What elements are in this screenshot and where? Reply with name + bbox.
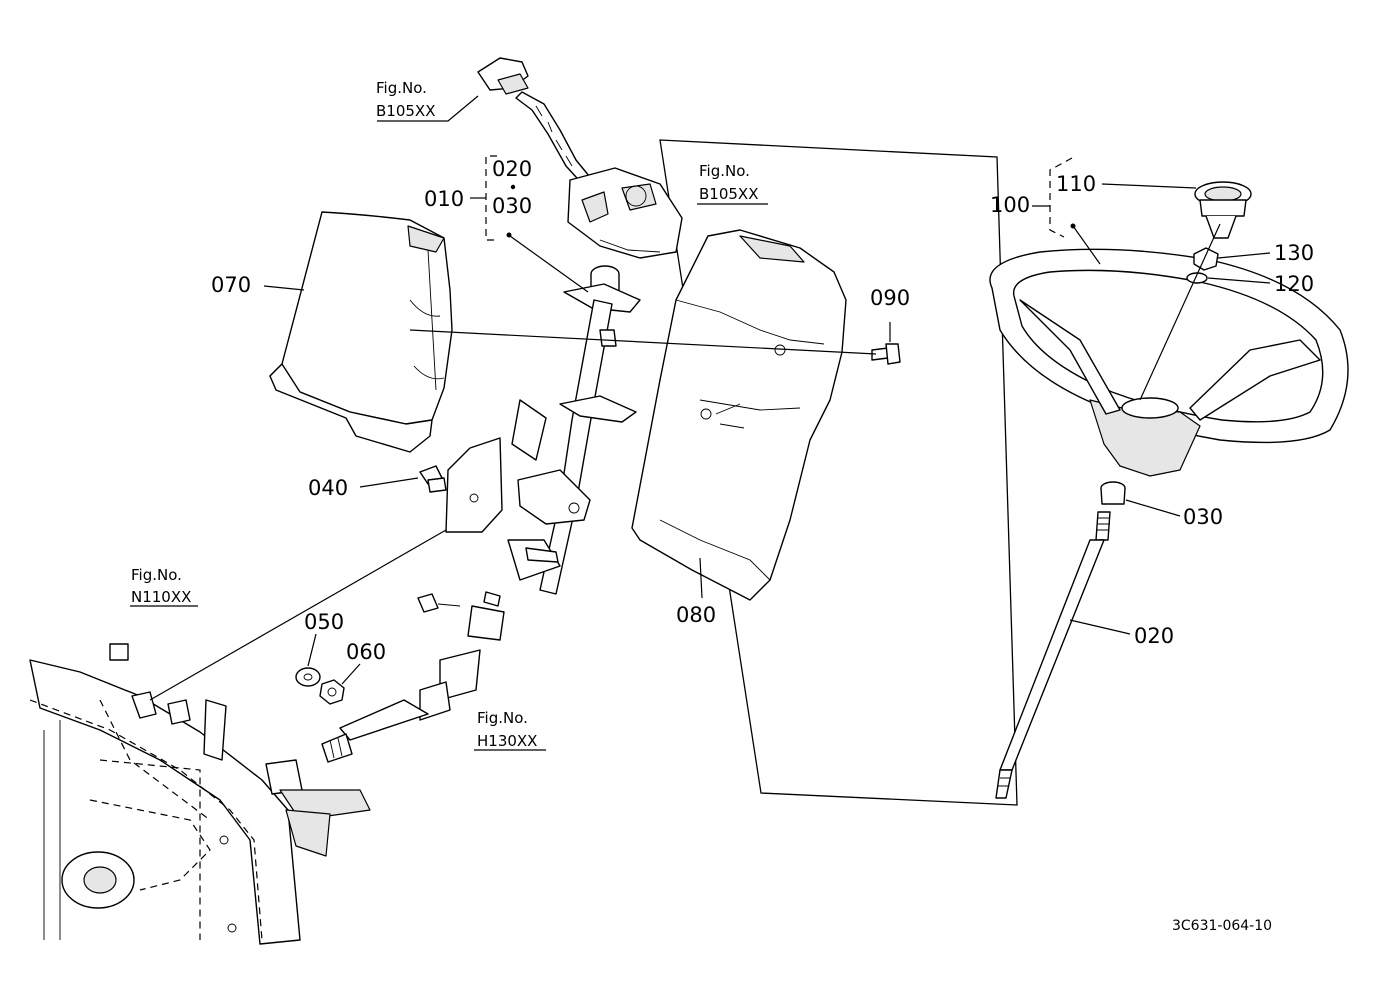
washer-120 <box>1186 272 1208 284</box>
part-label-080: 080 <box>676 603 716 627</box>
part-label-010: 010 <box>424 187 464 211</box>
part-label-120: 120 <box>1274 272 1314 296</box>
part-label-030-column: 030 <box>492 194 532 218</box>
part-label-060: 060 <box>346 640 386 664</box>
fig-ref-top-mid: Fig.No. B105XX <box>699 162 758 203</box>
fig-ref-top-left-label: Fig.No. <box>376 79 427 97</box>
fig-ref-top-left-code: B105XX <box>376 102 435 120</box>
colon-dot <box>510 184 516 190</box>
mount-bracket <box>445 437 503 533</box>
part-label-100: 100 <box>990 193 1030 217</box>
switch-block <box>567 167 683 259</box>
part-label-040: 040 <box>308 476 348 500</box>
fig-ref-left-code: N110XX <box>131 588 191 606</box>
horn-button <box>1194 181 1252 239</box>
fig-ref-top-left: Fig.No. B105XX <box>376 79 435 120</box>
part-label-030-wheel: 030 <box>1183 505 1223 529</box>
bolt-090 <box>871 343 901 365</box>
fig-ref-top-mid-label: Fig.No. <box>699 162 750 180</box>
part-label-020-shaft: 020 <box>1134 624 1174 648</box>
part-label-090: 090 <box>870 286 910 310</box>
steering-shaft <box>995 511 1111 799</box>
leader-lines <box>130 95 1271 751</box>
collar-030 <box>1100 481 1126 505</box>
universal-joint <box>321 591 505 763</box>
part-label-050: 050 <box>304 610 344 634</box>
part-label-020-column: 020 <box>492 157 532 181</box>
fig-ref-left-label: Fig.No. <box>131 566 182 584</box>
steering-column <box>507 265 641 595</box>
bolt-040 <box>419 465 447 493</box>
washer-050 <box>295 667 321 687</box>
part-label-110: 110 <box>1056 172 1096 196</box>
column-cover-080 <box>631 229 847 601</box>
fig-ref-bottom-label: Fig.No. <box>477 709 528 727</box>
part-label-130: 130 <box>1274 241 1314 265</box>
bracket-100 <box>1049 157 1073 238</box>
fig-ref-bottom-code: H130XX <box>477 732 537 750</box>
fig-ref-bottom: Fig.No. H130XX <box>477 709 537 750</box>
steering-wheel <box>989 248 1349 477</box>
fig-ref-left: Fig.No. N110XX <box>131 566 191 606</box>
chassis-frame <box>29 643 371 945</box>
part-label-070: 070 <box>211 273 251 297</box>
fig-ref-top-mid-code: B105XX <box>699 185 758 203</box>
panel-cover-070 <box>269 211 453 453</box>
document-code: 3C631-064-10 <box>1172 918 1272 934</box>
nut-130 <box>1193 247 1219 271</box>
nut-060 <box>319 679 345 705</box>
